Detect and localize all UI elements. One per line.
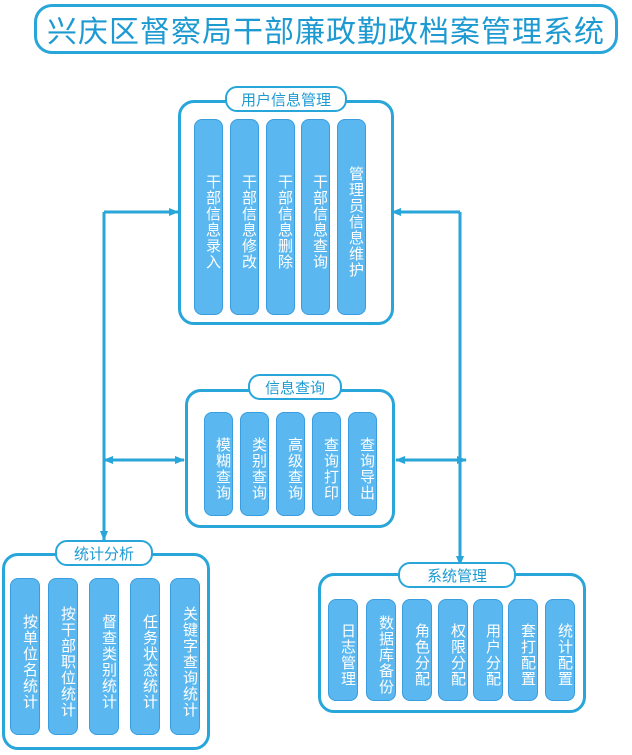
pill-info-query-1[interactable]: 模糊查询: [204, 412, 233, 516]
pill-system-2[interactable]: 数据库备份: [366, 599, 396, 701]
pill-system-1[interactable]: 日志管理: [328, 599, 358, 701]
pill-system-7[interactable]: 统计配置: [545, 599, 575, 701]
group-label-stats: 统计分析: [55, 540, 153, 566]
pill-system-3[interactable]: 角色分配: [402, 599, 432, 701]
pill-system-6[interactable]: 套打配置: [508, 599, 538, 701]
title-box: 兴庆区督察局干部廉政勤政档案管理系统: [34, 4, 618, 54]
pill-stats-5[interactable]: 关键字查询统计: [170, 578, 200, 735]
group-label-system: 系统管理: [398, 562, 516, 588]
pill-stats-2[interactable]: 按干部职位统计: [48, 578, 78, 735]
pill-info-query-3[interactable]: 高级查询: [276, 412, 305, 516]
pill-system-5[interactable]: 用户分配: [473, 599, 503, 701]
pill-system-4[interactable]: 权限分配: [438, 599, 468, 701]
pill-user-info-3[interactable]: 干部信息删除: [266, 119, 295, 315]
pill-stats-1[interactable]: 按单位名统计: [10, 578, 40, 735]
group-label-info-query: 信息查询: [248, 374, 342, 400]
pill-user-info-2[interactable]: 干部信息修改: [230, 119, 259, 315]
pill-info-query-5[interactable]: 查询导出: [348, 412, 377, 516]
pill-user-info-5[interactable]: 管理员信息维护: [337, 119, 366, 315]
pill-user-info-1[interactable]: 干部信息录入: [194, 119, 223, 315]
pill-stats-4[interactable]: 任务状态统计: [130, 578, 160, 735]
group-label-user-info: 用户信息管理: [225, 86, 347, 112]
pill-stats-3[interactable]: 督查类别统计: [89, 578, 119, 735]
pill-info-query-4[interactable]: 查询打印: [312, 412, 341, 516]
page-title: 兴庆区督察局干部廉政勤政档案管理系统: [47, 15, 605, 50]
pill-user-info-4[interactable]: 干部信息查询: [301, 119, 330, 315]
pill-info-query-2[interactable]: 类别查询: [240, 412, 269, 516]
